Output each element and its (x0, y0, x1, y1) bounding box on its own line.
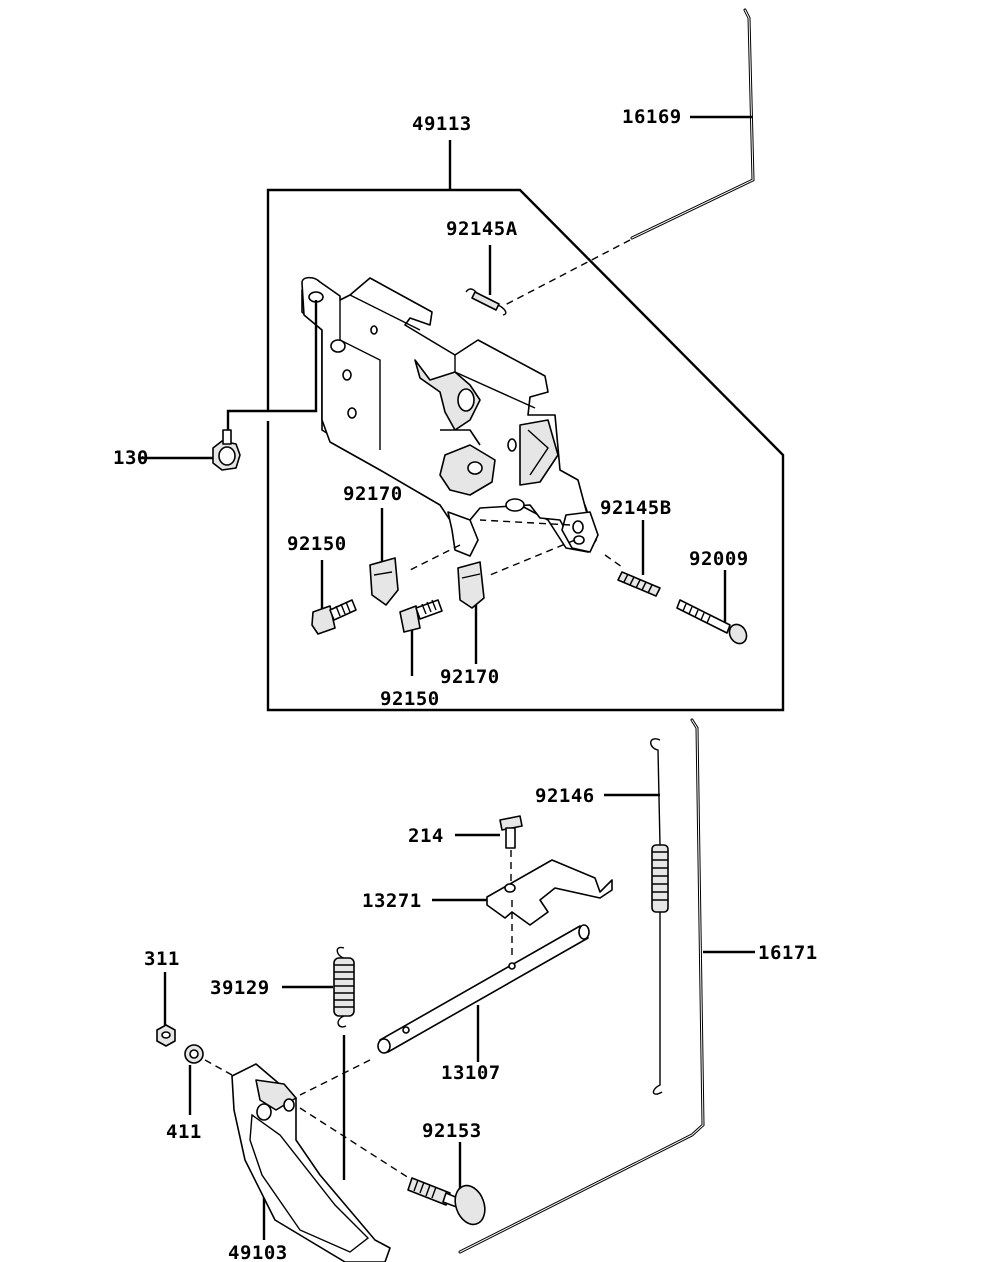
label-92145b: 92145B (600, 497, 672, 519)
nut-311 (156, 972, 176, 1047)
label-130: 130 (113, 447, 149, 469)
label-49103: 49103 (228, 1242, 288, 1262)
label-39129: 39129 (210, 977, 270, 999)
shaft-13107 (299, 924, 590, 1096)
label-13271: 13271 (362, 890, 422, 912)
label-16169: 16169 (622, 106, 682, 128)
label-92150-left: 92150 (287, 533, 347, 555)
spring-39129 (282, 946, 355, 1180)
label-92153: 92153 (422, 1120, 482, 1142)
lever-49103 (231, 1063, 391, 1262)
label-13107: 13107 (441, 1062, 501, 1084)
washer-411 (184, 1044, 233, 1115)
bracket-13271 (432, 859, 613, 960)
label-92150-bottom: 92150 (380, 688, 440, 710)
bolt-92153 (299, 1107, 486, 1226)
screw-92150-bottom (399, 599, 443, 676)
screw-92150-left (311, 560, 357, 635)
label-16171: 16171 (758, 942, 818, 964)
label-92145a: 92145A (446, 218, 518, 240)
rod-16169 (504, 8, 755, 306)
bolt-130 (138, 300, 318, 471)
label-92170-bottom: 92170 (440, 666, 500, 688)
label-92009: 92009 (689, 548, 749, 570)
clip-92170-top (369, 508, 399, 606)
label-92170-top: 92170 (343, 483, 403, 505)
assembly-outline-49113 (266, 140, 785, 712)
label-49113: 49113 (412, 113, 472, 135)
label-411: 411 (166, 1121, 202, 1143)
part-labels: 16169 49113 92145A 130 92170 92145B 9215… (113, 106, 818, 1262)
screw-92009 (676, 570, 748, 645)
spring-92145a (465, 245, 507, 316)
label-92146: 92146 (535, 785, 595, 807)
rod-16171 (458, 718, 755, 1254)
label-311: 311 (144, 948, 180, 970)
control-plate-assembly (301, 276, 623, 576)
screw-214 (455, 815, 523, 885)
spring-92146 (604, 738, 669, 1095)
spring-92145b (617, 520, 661, 597)
label-214: 214 (408, 825, 444, 847)
clip-92170-bottom (457, 561, 485, 664)
